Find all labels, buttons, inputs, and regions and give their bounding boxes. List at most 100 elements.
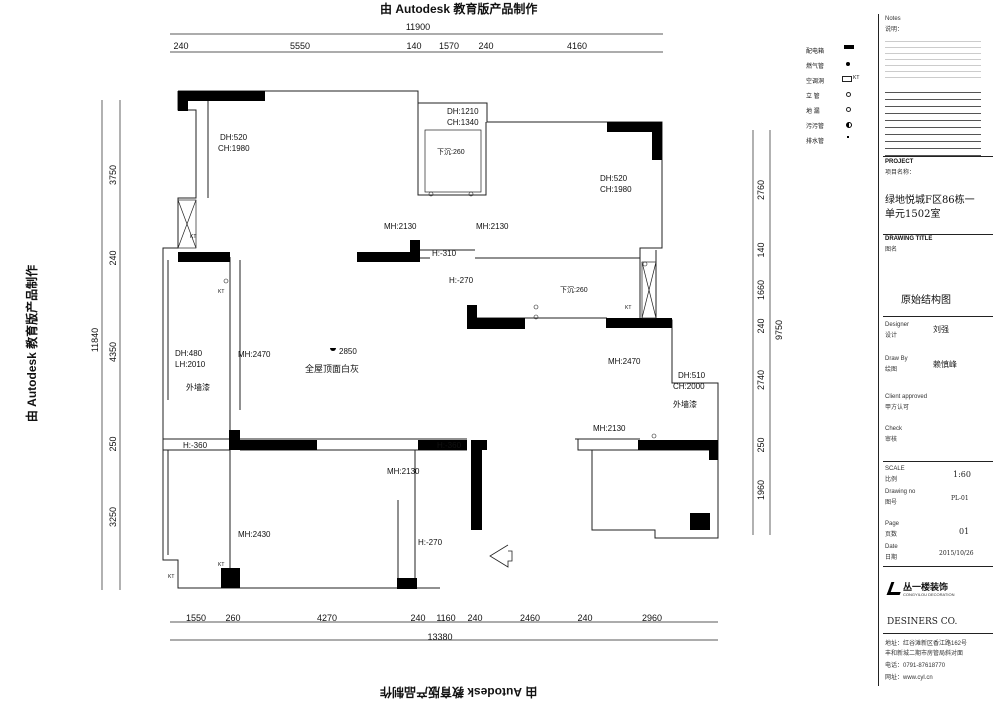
label-dh480: DH:480 [175,349,203,358]
designer-name: 刘强 [933,325,949,334]
label-ceiling-note: 全屋顶面白灰 [305,363,359,374]
dim-top-1: 240 [173,41,188,51]
label-kt-4: KT [168,574,174,580]
check-cn: 审核 [885,437,898,443]
label-mh2130-c: MH:2130 [593,424,626,433]
drain-pipe-icon [847,136,849,138]
legend-gas-pipe: 燃气管 [806,64,825,70]
drawby-en: Draw By [885,356,908,362]
legend-riser: 立 管 [806,94,820,100]
revision-table [885,86,981,156]
dim-right-2: 140 [756,242,766,257]
legend-sewage-pipe: 污污管 [806,124,825,130]
project-name-1: 绿地悦城F区86栋一 [885,195,975,206]
ac-hole-icon [842,76,852,82]
label-ch1340: CH:1340 [447,118,479,127]
dim-bottom-6: 240 [467,613,482,623]
label-kt-1: KT [190,234,196,240]
dim-bottom-2: 260 [225,613,240,623]
notes-en: Notes [885,16,901,22]
label-h270-a: H:-270 [449,276,474,285]
drain-icon [533,304,539,310]
drawing-title-en: DRAWING TITLE [885,236,933,242]
dim-right-5: 2740 [756,370,766,390]
legend-drain-pipe: 排水管 [806,139,825,145]
phone: 电话：0791-87618770 [885,663,946,669]
left-dimensions: 11840 3750 240 4350 250 3250 [90,165,118,527]
company-logo-icon [886,582,905,595]
designer-cn: 设计 [885,333,898,339]
scale-cn: 比例 [885,477,898,483]
label-ch1980-right: CH:1980 [600,185,632,194]
wall-columns [178,91,718,589]
designer-en: Designer [885,322,910,328]
label-ch1980-left: CH:1980 [218,144,250,153]
label-mh2430: MH:2430 [238,530,271,539]
ceiling-height-marker-icon [330,348,336,351]
address-1: 地址：红谷滩新区香江路162号 [885,641,968,647]
label-lh2010: LH:2010 [175,360,206,369]
legend-ac-hole: 空调洞 [806,79,825,85]
ac-hole-kt-label: KT [853,75,860,81]
bottom-dimensions: 1550 260 4270 240 1160 240 2460 240 2960… [186,613,662,642]
label-mh2470-right: MH:2470 [608,357,641,366]
dim-bottom-9: 2960 [642,613,662,623]
label-h270-b: H:-270 [418,538,443,547]
client-en: Client approved [885,394,928,400]
project-en: PROJECT [885,159,914,165]
drain-icon [642,261,648,267]
page-en: Page [885,521,900,527]
page-cn: 页数 [885,532,898,538]
dim-top-2: 5550 [290,41,310,51]
company-logo-en: CONGYILOU DECORATION [903,592,955,597]
dim-bottom-total: 13380 [427,632,452,642]
client-cn: 甲方认可 [885,405,910,411]
label-ch2000: CH:2000 [673,382,705,391]
dim-top-6: 4160 [567,41,587,51]
dim-right-6: 250 [756,437,766,452]
address-2: 丰和新城二期市房管局斜对面 [885,651,964,657]
label-mh2130-a: MH:2130 [384,222,417,231]
dim-left-5: 3250 [108,507,118,527]
check-en: Check [885,426,903,432]
walls-outline [162,90,719,589]
date-value: 2015/10/26 [939,550,974,557]
label-h360-left: H:-360 [183,441,208,450]
entrance-arrow-icon [489,544,513,568]
date-cn: 日期 [885,555,898,561]
web: 网址：www.cyl.cn [885,675,933,681]
legend-floor-drain: 地 漏 [806,109,820,115]
dim-left-total: 11840 [90,328,100,352]
company-logo-text: 丛一楼装饰 [903,582,949,592]
dim-top-5: 240 [478,41,493,51]
label-kt-5: KT [218,562,224,568]
label-mh2130-d: MH:2130 [387,467,420,476]
dim-bottom-4: 240 [410,613,425,623]
watermark-top: 由 Autodesk 教育版产品制作 [380,2,538,16]
dimension-lines [101,33,771,641]
drain-icon [223,278,229,284]
dim-top-4: 1570 [439,41,459,51]
shafts [177,129,657,319]
drawby-name: 赖慎峰 [933,360,957,369]
label-xiachen-mid: 下沉:260 [560,286,588,294]
fixture-markers [223,191,657,439]
scale-en: SCALE [885,466,905,472]
floor-drain-icon [846,107,851,112]
room-labels: DH:520 CH:1980 DH:1210 CH:1340 下沉:260 DH… [168,107,706,580]
dim-right-3: 1660 [756,280,766,300]
drawing-title-cn: 图名 [885,247,898,253]
dim-left-4: 250 [108,436,118,451]
label-kt-2: KT [218,289,224,295]
drain-icon [533,314,539,320]
dim-bottom-1: 1550 [186,613,206,623]
label-dh1210: DH:1210 [447,107,479,116]
designers-co: DESINERS CO. [887,617,958,627]
label-waiqiang-left: 外墙漆 [186,382,210,392]
project-cn: 项目名称： [885,170,916,176]
label-mh2470-left: MH:2470 [238,350,271,359]
dim-right-7: 1960 [756,480,766,500]
riser-icon [846,92,851,97]
drawby-cn: 绘图 [885,367,898,373]
